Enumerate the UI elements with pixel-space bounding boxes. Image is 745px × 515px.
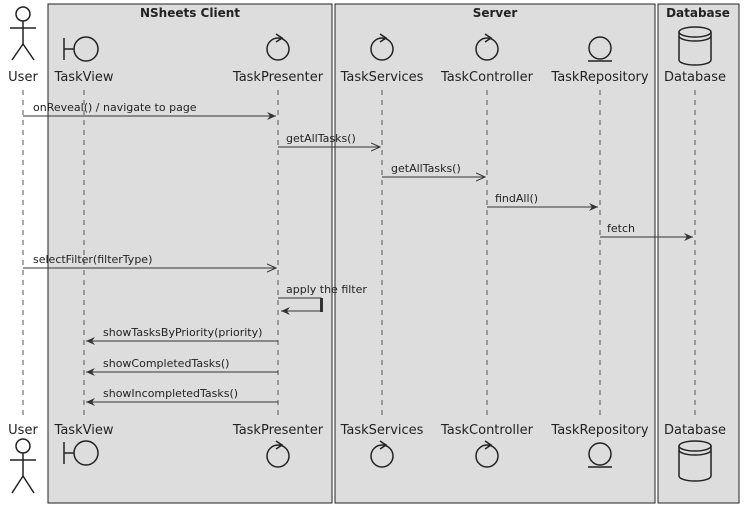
database-icon	[678, 26, 712, 66]
database-icon	[678, 440, 712, 482]
message-8: showTasksByPriority(priority)	[86, 326, 278, 345]
control-icon	[266, 440, 290, 468]
boundary-icon	[63, 36, 99, 62]
message-2: getAllTasks()	[278, 132, 380, 147]
participant-label-taskrepository: TaskRepository	[550, 423, 648, 438]
participant-taskview-top: TaskView	[54, 36, 114, 85]
message-label: showTasksByPriority(priority)	[103, 326, 262, 339]
participant-taskpresenter-bottom: TaskPresenter	[232, 423, 324, 468]
message-6: selectFilter(filterType)	[23, 253, 276, 268]
participant-taskservices-top: TaskServices	[340, 33, 424, 85]
box-title-database: Database	[666, 6, 730, 20]
control-icon	[266, 33, 290, 61]
participant-label-user: User	[8, 423, 38, 438]
box-title-nsheets-client: NSheets Client	[140, 6, 240, 20]
actor-icon	[10, 438, 36, 494]
message-label: showCompletedTasks()	[103, 357, 229, 370]
message-3: getAllTasks()	[382, 162, 485, 177]
message-label: getAllTasks()	[286, 132, 356, 145]
participant-user-bottom: User	[8, 423, 38, 494]
control-icon	[370, 440, 394, 468]
message-5: fetch	[600, 222, 693, 241]
participant-label-taskpresenter: TaskPresenter	[232, 70, 324, 85]
participant-database-bottom: Database	[664, 423, 726, 482]
participant-label-taskpresenter: TaskPresenter	[232, 423, 324, 438]
participant-taskview-bottom: TaskView	[54, 423, 114, 466]
participant-label-taskview: TaskView	[54, 70, 114, 85]
lifelines	[22, 90, 696, 420]
control-icon	[475, 440, 499, 468]
message-9: showCompletedTasks()	[86, 357, 278, 376]
participant-taskcontroller-bottom: TaskController	[440, 423, 534, 468]
message-label: fetch	[607, 222, 635, 235]
message-label: showIncompletedTasks()	[103, 387, 238, 400]
message-4: findAll()	[487, 192, 598, 211]
box-server: Server	[334, 3, 656, 504]
participant-user-top: User	[8, 6, 38, 85]
participant-label-taskview: TaskView	[54, 423, 114, 438]
box-nsheets-client: NSheets Client	[47, 3, 333, 504]
participant-label-taskservices: TaskServices	[340, 70, 424, 85]
participant-database-top: Database	[664, 26, 726, 85]
participant-taskcontroller-top: TaskController	[440, 33, 534, 85]
box-database: Database	[657, 3, 740, 504]
participant-label-database: Database	[664, 70, 726, 85]
message-7-self: apply the filter	[278, 283, 367, 315]
message-label: selectFilter(filterType)	[33, 253, 152, 266]
entity-icon	[588, 36, 612, 62]
message-arrow	[278, 297, 322, 315]
entity-icon	[588, 442, 612, 468]
participant-label-taskcontroller: TaskController	[440, 423, 534, 438]
actor-icon	[10, 6, 36, 61]
participant-label-database: Database	[664, 423, 726, 438]
message-10: showIncompletedTasks()	[86, 387, 278, 406]
control-icon	[475, 33, 499, 61]
message-label: findAll()	[495, 192, 538, 205]
message-label: apply the filter	[286, 283, 367, 296]
participant-label-taskrepository: TaskRepository	[550, 70, 648, 85]
participant-taskrepository-bottom: TaskRepository	[550, 423, 649, 468]
participant-label-taskservices: TaskServices	[340, 423, 424, 438]
participant-taskservices-bottom: TaskServices	[340, 423, 424, 468]
message-label: getAllTasks()	[391, 162, 461, 175]
participant-label-user: User	[8, 70, 38, 85]
participant-taskrepository-top: TaskRepository	[550, 36, 649, 85]
message-label: onReveal() / navigate to page	[33, 101, 197, 114]
control-icon	[370, 33, 394, 61]
boundary-icon	[63, 440, 99, 466]
participant-label-taskcontroller: TaskController	[440, 70, 534, 85]
message-1: onReveal() / navigate to page	[23, 101, 276, 120]
participant-taskpresenter-top: TaskPresenter	[232, 33, 324, 85]
box-title-server: Server	[473, 6, 518, 20]
